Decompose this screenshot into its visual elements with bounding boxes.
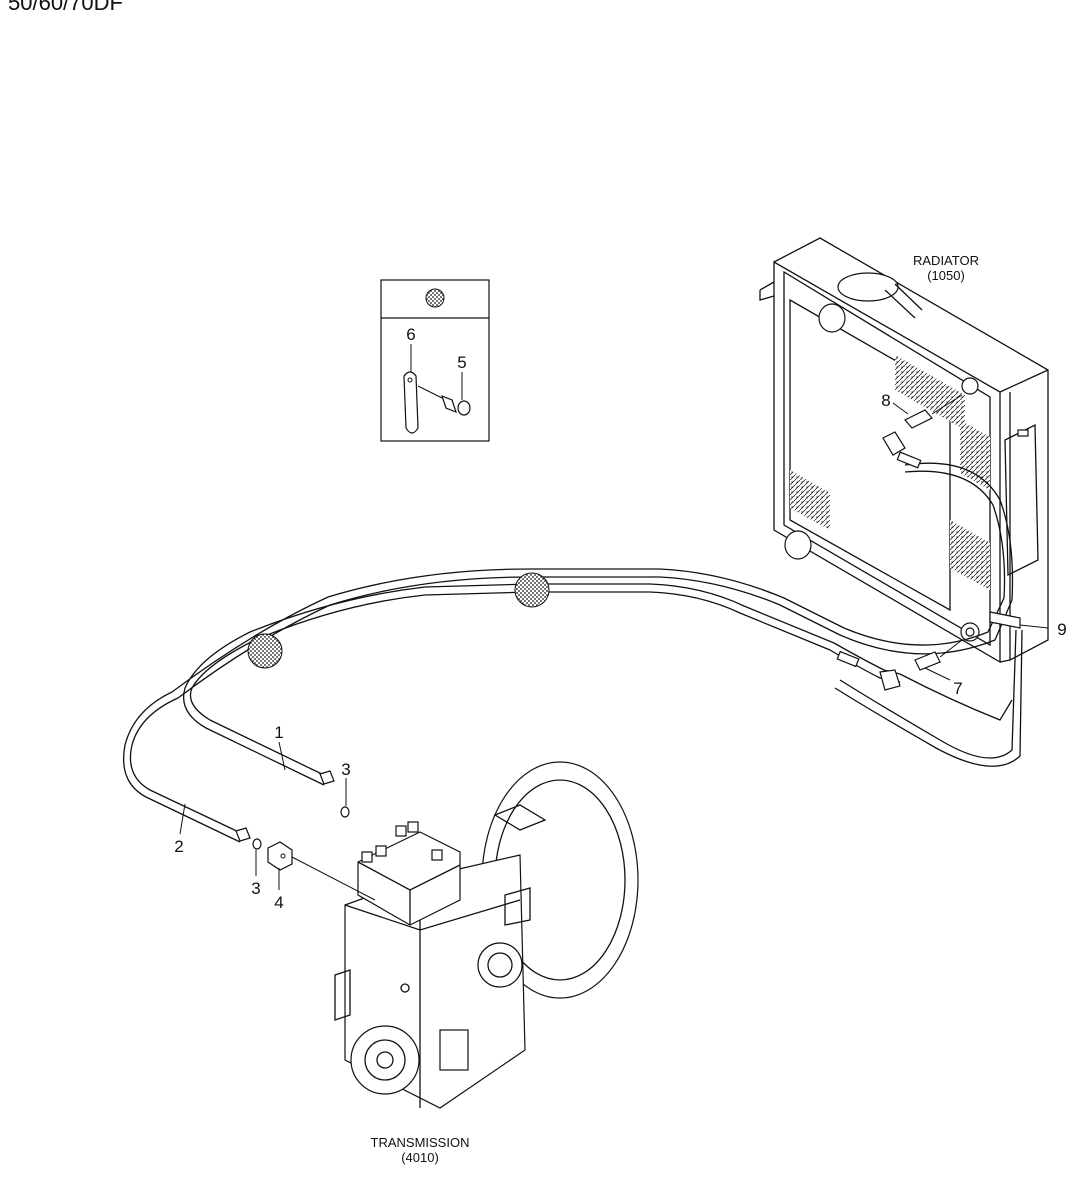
callout-8: 8 xyxy=(881,391,890,410)
model-header: 50/60/70DF xyxy=(8,0,123,15)
core-grille-right xyxy=(950,520,990,590)
cooler-hoses xyxy=(122,431,1023,843)
valve-solenoid-2 xyxy=(407,821,419,833)
detail-inset-marker xyxy=(425,288,445,308)
hose-2-end xyxy=(235,827,251,842)
callout-1: 1 xyxy=(274,723,283,742)
callout-7: 7 xyxy=(953,679,962,698)
connector-fitting-lower xyxy=(914,651,941,671)
radiator-upper-neck xyxy=(818,303,846,333)
transmission-side-flange xyxy=(477,942,523,988)
transmission-assembly: TRANSMISSION (4010) xyxy=(334,761,639,1165)
clip-bolt-head xyxy=(457,400,471,416)
callout-5: 5 xyxy=(457,353,466,372)
hose-1-end xyxy=(319,770,335,785)
transmission-ref: (4010) xyxy=(401,1150,439,1165)
o-ring-lower xyxy=(252,838,262,850)
core-grille-left xyxy=(790,470,830,530)
transmission-label: TRANSMISSION xyxy=(371,1135,470,1150)
connector-fitting-upper xyxy=(904,409,933,429)
radiator-port-lower-bore xyxy=(965,627,975,637)
hose-1-inner-line xyxy=(189,591,901,778)
hose-2-elbow xyxy=(882,431,906,456)
hose-2-crimp-sleeve xyxy=(896,451,922,469)
hose-clip xyxy=(403,371,419,434)
valve-solenoid-1 xyxy=(395,825,407,837)
callout-3-upper: 3 xyxy=(341,760,350,779)
radiator-ref: (1050) xyxy=(927,268,965,283)
hose-1-elbow xyxy=(879,669,901,691)
callout-9: 9 xyxy=(1057,620,1066,639)
core-grille-mid xyxy=(960,420,990,490)
detail-inset xyxy=(380,279,490,442)
section-marker-left xyxy=(247,633,283,669)
radiator-port-upper xyxy=(961,377,979,395)
valve-solenoid-3 xyxy=(361,851,373,863)
radiator-lower-neck xyxy=(784,530,812,560)
callouts: 1 2 3 3 4 5 6 7 8 9 xyxy=(174,325,1066,912)
hose-2-outer-line xyxy=(129,462,1014,835)
callout-4: 4 xyxy=(274,893,283,912)
transmission-output-flange xyxy=(350,1025,420,1095)
callout-6: 6 xyxy=(406,325,415,344)
clip-bolt xyxy=(441,394,457,414)
valve-solenoid-5 xyxy=(431,849,443,861)
callout-3-lower: 3 xyxy=(251,879,260,898)
transmission-side-cover xyxy=(439,1029,469,1071)
valve-solenoid-4 xyxy=(375,845,387,857)
core-grille-top xyxy=(895,355,965,430)
hose-clamp xyxy=(989,611,1021,629)
section-marker-top xyxy=(514,572,550,608)
radiator-filler-cap xyxy=(837,272,899,302)
adapter-fitting xyxy=(267,841,293,871)
hose-1-crimp-sleeve xyxy=(836,650,860,668)
radiator-assembly: RADIATOR (1050) xyxy=(759,237,1049,664)
callout-2: 2 xyxy=(174,837,183,856)
fittings xyxy=(252,394,963,901)
o-ring-upper xyxy=(340,806,350,818)
bracket-slot-top xyxy=(1017,429,1029,437)
radiator-label: RADIATOR xyxy=(913,253,979,268)
